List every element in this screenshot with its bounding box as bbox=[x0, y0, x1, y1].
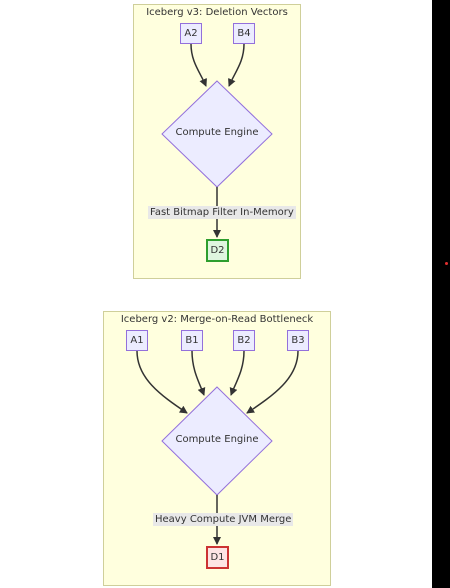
engine-label-v3: Compute Engine bbox=[175, 127, 259, 138]
node-b3[interactable]: B3 bbox=[287, 330, 309, 351]
cursor-dot bbox=[445, 262, 448, 265]
edge-a2-engine bbox=[190, 43, 207, 87]
edge-b3-engine bbox=[246, 350, 299, 414]
node-b4[interactable]: B4 bbox=[233, 23, 255, 44]
window-edge-bar bbox=[432, 0, 450, 588]
edge-label-v2: Heavy Compute JVM Merge bbox=[153, 513, 294, 526]
edge-b4-engine bbox=[228, 43, 245, 87]
node-a2[interactable]: A2 bbox=[180, 23, 202, 44]
edge-b1-engine bbox=[191, 350, 206, 396]
node-d2[interactable]: D2 bbox=[206, 239, 229, 262]
edge-b2-engine bbox=[229, 350, 245, 396]
edge-label-v3: Fast Bitmap Filter In-Memory bbox=[148, 206, 296, 219]
engine-label-v2: Compute Engine bbox=[175, 434, 259, 445]
node-b1[interactable]: B1 bbox=[181, 330, 203, 351]
cluster-title-v3: Iceberg v3: Deletion Vectors bbox=[146, 7, 288, 18]
cluster-title-v2: Iceberg v2: Merge-on-Read Bottleneck bbox=[120, 314, 314, 325]
edge-a1-engine bbox=[136, 350, 188, 414]
node-a1[interactable]: A1 bbox=[126, 330, 148, 351]
node-b2[interactable]: B2 bbox=[233, 330, 255, 351]
node-d1[interactable]: D1 bbox=[206, 546, 229, 569]
